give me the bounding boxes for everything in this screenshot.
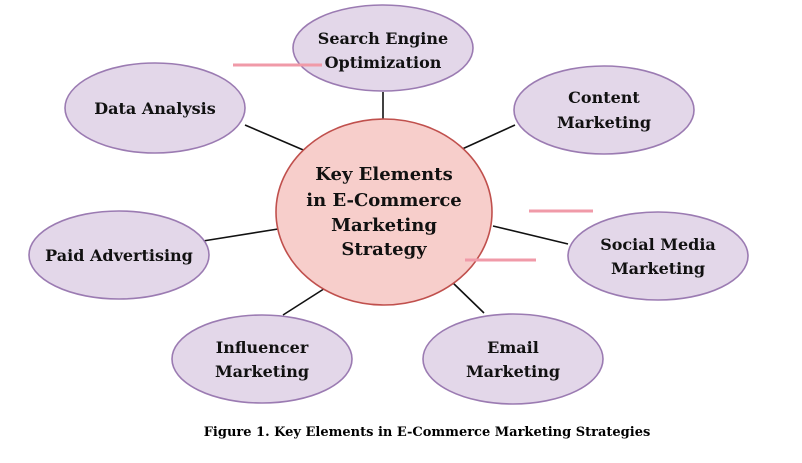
center-label: Marketing bbox=[331, 215, 437, 236]
center-label: in E-Commerce bbox=[306, 190, 462, 211]
connectors bbox=[202, 92, 569, 316]
node-email-marketing: Email Marketing bbox=[422, 313, 604, 405]
connector-email bbox=[451, 281, 485, 314]
node-label: Influencer bbox=[216, 338, 309, 357]
node-seo: Search Engine Optimization bbox=[292, 4, 474, 92]
node-label: Marketing bbox=[611, 259, 705, 278]
connector-influencer bbox=[282, 284, 331, 316]
connector-data-analysis bbox=[244, 124, 309, 153]
figure-caption: Figure 1. Key Elements in E-Commerce Mar… bbox=[203, 425, 651, 440]
node-label: Search Engine bbox=[318, 29, 448, 48]
node-label: Marketing bbox=[466, 362, 560, 381]
center-label: Strategy bbox=[341, 239, 427, 260]
node-label: Content bbox=[568, 88, 640, 107]
center-label: Key Elements bbox=[315, 164, 452, 185]
connector-social-media bbox=[492, 225, 569, 245]
connector-content-marketing bbox=[459, 124, 516, 151]
node-social-media-marketing: Social Media Marketing bbox=[567, 211, 749, 301]
node-label: Email bbox=[487, 338, 539, 357]
node-label: Paid Advertising bbox=[45, 246, 193, 265]
node-label: Social Media bbox=[600, 235, 716, 254]
node-label: Marketing bbox=[215, 362, 309, 381]
node-label: Marketing bbox=[557, 113, 651, 132]
node-data-analysis: Data Analysis bbox=[64, 62, 246, 154]
node-influencer-marketing: Influencer Marketing bbox=[171, 314, 353, 404]
connector-paid-advertising bbox=[202, 228, 279, 242]
node-label: Data Analysis bbox=[94, 99, 215, 118]
center-node: Key Elements in E-Commerce Marketing Str… bbox=[275, 118, 493, 306]
node-label: Optimization bbox=[325, 53, 442, 72]
node-paid-advertising: Paid Advertising bbox=[28, 210, 210, 300]
node-content-marketing: Content Marketing bbox=[513, 65, 695, 155]
annotation-marks bbox=[233, 63, 593, 262]
